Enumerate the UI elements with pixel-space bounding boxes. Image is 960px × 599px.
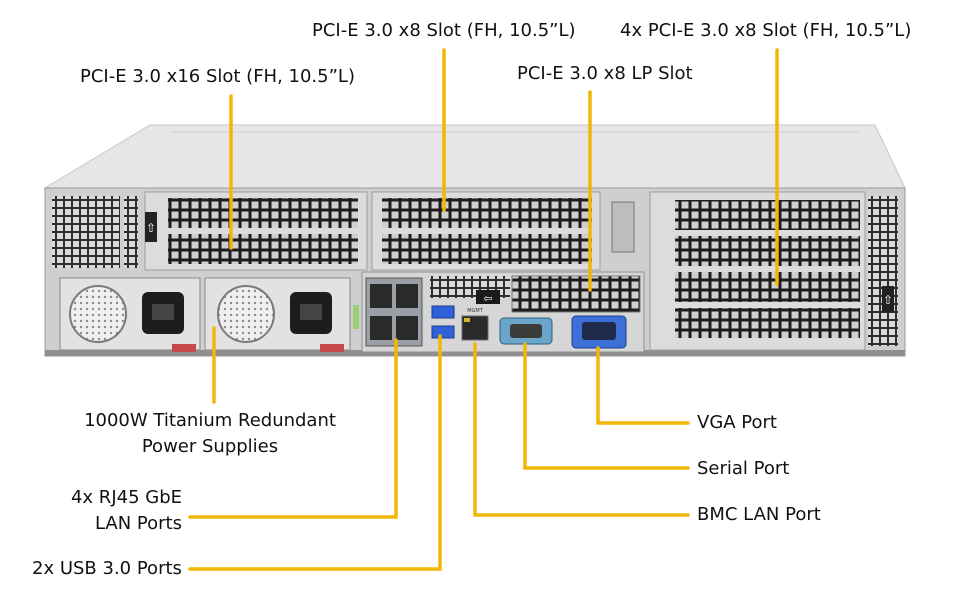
lp-slot-latch-arrow-icon: ⇦ xyxy=(483,292,492,305)
riser-latch-arrow-icon: ⇧ xyxy=(146,221,156,235)
psu-1-fan-icon xyxy=(69,285,127,343)
callout-line-rj45 xyxy=(188,338,398,519)
serial-port-connector xyxy=(510,324,542,338)
callout-line-serial xyxy=(523,342,690,470)
riser-latch-right xyxy=(882,286,894,312)
lp-slot-latch xyxy=(476,290,500,304)
pcie-4x-vent-2 xyxy=(675,236,860,266)
pcie-x16-vent-2 xyxy=(168,234,358,264)
label-bmc: BMC LAN Port xyxy=(697,504,821,525)
label-rj45: 4x RJ45 GbE LAN Ports xyxy=(20,485,182,537)
label-vga: VGA Port xyxy=(697,412,777,433)
label-usb: 2x USB 3.0 Ports xyxy=(32,558,182,579)
usb-port-1 xyxy=(431,305,455,319)
label-psu: 1000W Titanium Redundant Power Supplies xyxy=(60,408,360,460)
pcie-4x-vent-4 xyxy=(675,308,860,338)
label-psu-line2: Power Supplies xyxy=(141,436,279,457)
label-psu-line1: 1000W Titanium Redundant xyxy=(84,410,336,431)
label-pcie-4x-x8: 4x PCI-E 3.0 x8 Slot (FH, 10.5”L) xyxy=(620,20,912,41)
callout-line-usb xyxy=(188,334,442,571)
pcie-4x-vent-1 xyxy=(675,200,860,230)
rj45-port-4 xyxy=(396,316,418,340)
psu-2-fan-icon xyxy=(217,285,275,343)
pcie-x16-vent-1 xyxy=(168,198,358,228)
lp-slot-bracket xyxy=(511,275,641,313)
callout-lines xyxy=(188,48,779,571)
rj45-port-1 xyxy=(370,284,392,308)
callout-line-vga xyxy=(596,346,690,425)
bmc-lan-led xyxy=(464,318,470,322)
riser-connector xyxy=(611,201,635,253)
label-pcie-x16: PCI-E 3.0 x16 Slot (FH, 10.5”L) xyxy=(80,66,355,87)
label-serial: Serial Port xyxy=(697,458,790,479)
pcie-x8-vent-2 xyxy=(382,234,592,264)
label-pcie-x8-lp: PCI-E 3.0 x8 LP Slot xyxy=(517,63,693,84)
psu-2-ac-pins xyxy=(300,304,322,320)
usb-port-2 xyxy=(431,325,455,339)
pcie-x8-vent-1 xyxy=(382,198,592,228)
rj45-port-3 xyxy=(370,316,392,340)
label-rj45-line2: LAN Ports xyxy=(94,513,182,534)
callout-line-bmc xyxy=(473,342,690,517)
riser-latch-left xyxy=(145,212,157,242)
psu-1-latch xyxy=(172,344,196,352)
riser-latch-right-arrow-icon: ⇧ xyxy=(883,293,893,307)
mgmt-label: MGMT xyxy=(467,308,484,314)
left-narrow-vent xyxy=(124,196,138,268)
psu-1-ac-pins xyxy=(152,304,174,320)
label-rj45-line1: 4x RJ45 GbE xyxy=(70,487,182,508)
psu-2-latch xyxy=(320,344,344,352)
vga-port-connector xyxy=(582,322,616,340)
right-edge-vent xyxy=(868,196,898,346)
pcie-4x-vent-3 xyxy=(675,272,860,302)
label-pcie-x8: PCI-E 3.0 x8 Slot (FH, 10.5”L) xyxy=(312,20,576,41)
left-vent xyxy=(52,196,120,268)
psu-status-strip xyxy=(353,305,359,329)
rj45-port-2 xyxy=(396,284,418,308)
